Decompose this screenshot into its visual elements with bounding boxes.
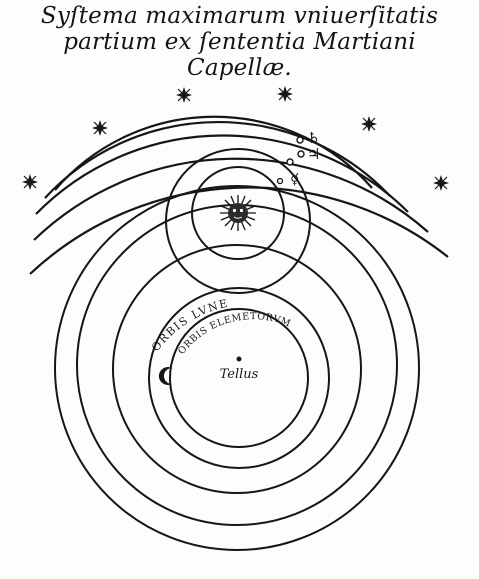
moon-crescent-icon [158, 367, 172, 385]
fixed-star-arc-outer [29, 186, 449, 275]
tellus-label: Tellus [220, 367, 259, 382]
jupiter-symbol: ♃ [307, 145, 320, 163]
fixed-star-arc-4 [44, 121, 391, 199]
orbit-moon [112, 244, 362, 494]
star-icon [175, 86, 193, 104]
fixed-star-arc-2 [33, 157, 429, 241]
caption-line-1: Syſtema maximarum vniuerſitatis [40, 3, 439, 29]
earth-dot-icon [236, 356, 242, 362]
saturn-symbol: ♄ [307, 129, 320, 147]
caption-line-3: Capellæ. [187, 55, 292, 81]
star-icon [21, 173, 39, 191]
orbit-mars [76, 204, 398, 526]
orbit-venus [165, 148, 311, 294]
orbit-tellus [169, 308, 309, 448]
caption-line-2: partium ex ſententia Martiani [63, 29, 416, 55]
star-icon [91, 119, 109, 137]
sun-face-icon [220, 195, 256, 231]
orbit-mercury [191, 166, 285, 260]
fixed-star-arc-3 [35, 134, 409, 215]
mercury-symbol: ☿ [290, 170, 299, 188]
mercury-marker [276, 177, 284, 185]
mars-marker [286, 158, 294, 166]
star-icon [432, 174, 450, 192]
star-icon [276, 85, 294, 103]
orbit-elements [148, 287, 330, 469]
jupiter-marker [297, 150, 305, 158]
orbit-outer-planets [54, 185, 420, 551]
star-icon [360, 115, 378, 133]
fixed-star-arc-5 [54, 115, 373, 191]
saturn-marker [296, 136, 304, 144]
